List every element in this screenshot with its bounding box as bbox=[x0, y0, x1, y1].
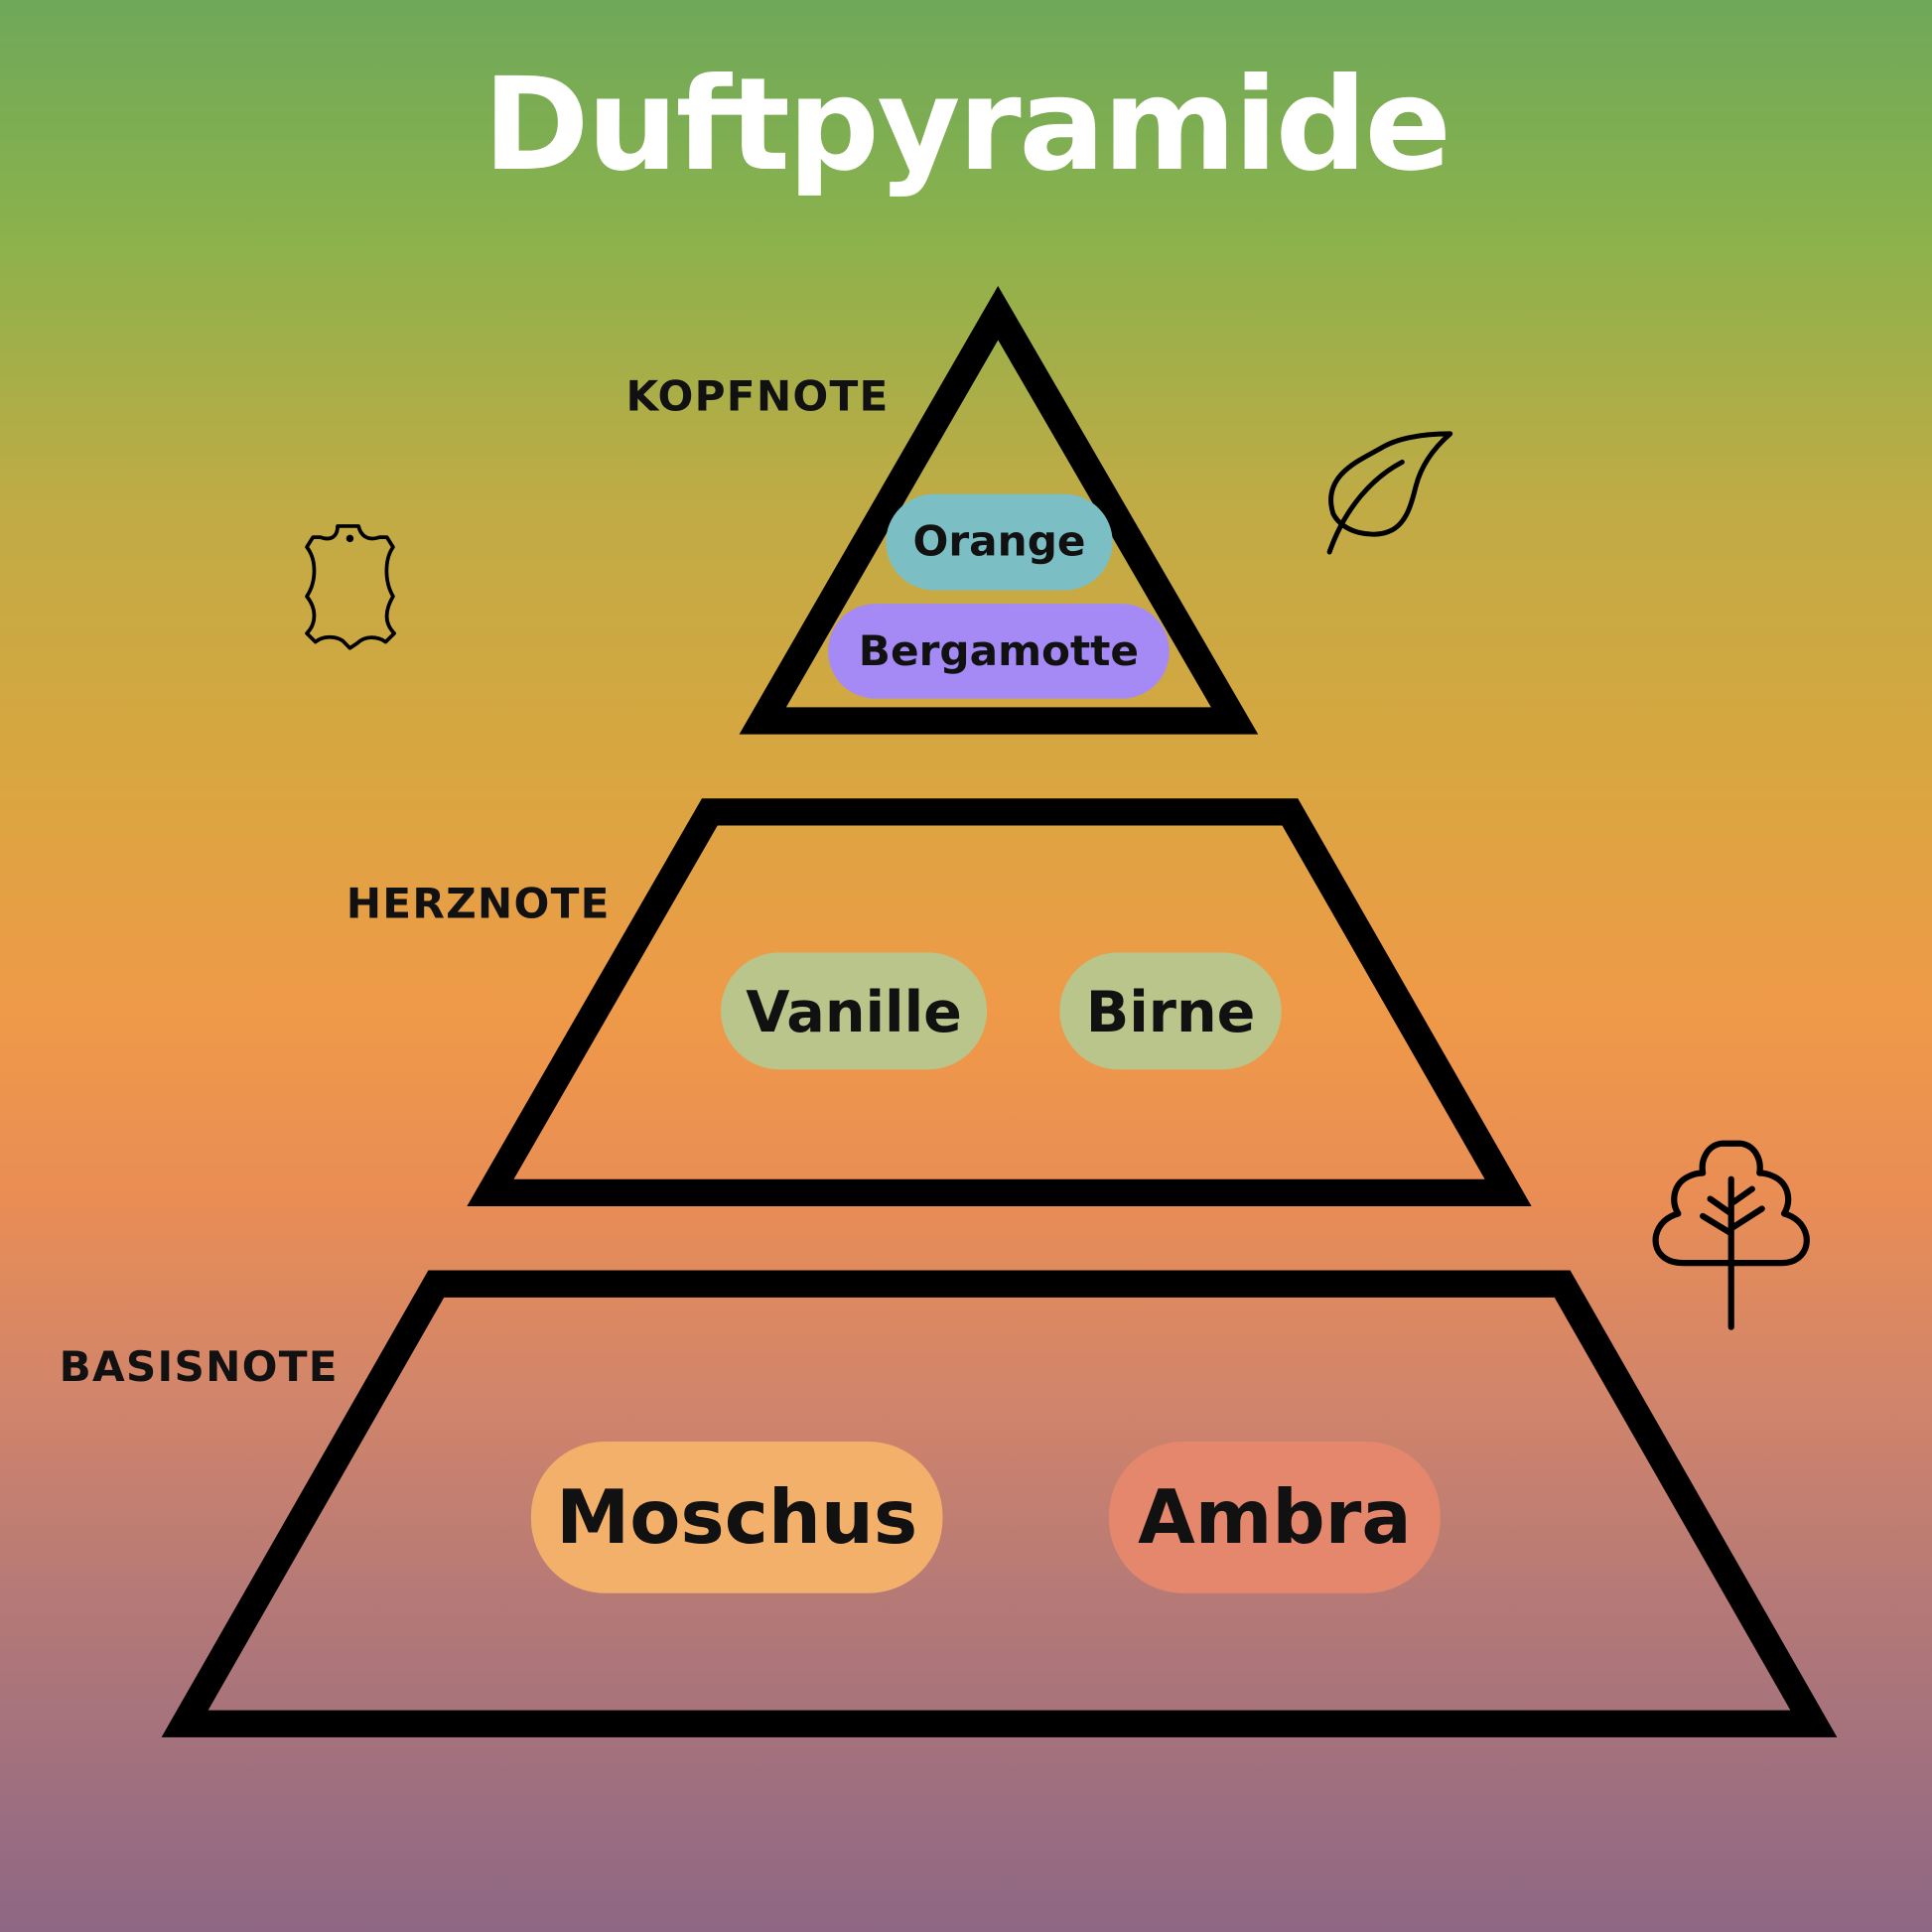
note-pill-moschus: Moschus bbox=[530, 1442, 943, 1593]
note-pill-bergamotte: Bergamotte bbox=[827, 604, 1170, 699]
base-note-trapezoid bbox=[161, 1270, 1838, 1737]
heart-note-trapezoid bbox=[467, 798, 1532, 1207]
tree-icon bbox=[1652, 1140, 1810, 1330]
note-pill-vanille: Vanille bbox=[721, 952, 988, 1070]
leather-icon bbox=[305, 524, 397, 650]
top-note-label: KOPFNOTE bbox=[625, 371, 890, 422]
note-pill-ambra: Ambra bbox=[1108, 1442, 1441, 1593]
page-title: Duftpyramide bbox=[483, 49, 1451, 201]
note-pill-orange: Orange bbox=[886, 493, 1113, 591]
leaf-icon bbox=[1326, 431, 1453, 555]
note-pill-birne: Birne bbox=[1059, 952, 1282, 1070]
heart-note-label: HERZNOTE bbox=[345, 880, 611, 929]
top-note-triangle bbox=[739, 285, 1259, 735]
base-note-label: BASISNOTE bbox=[59, 1342, 339, 1393]
